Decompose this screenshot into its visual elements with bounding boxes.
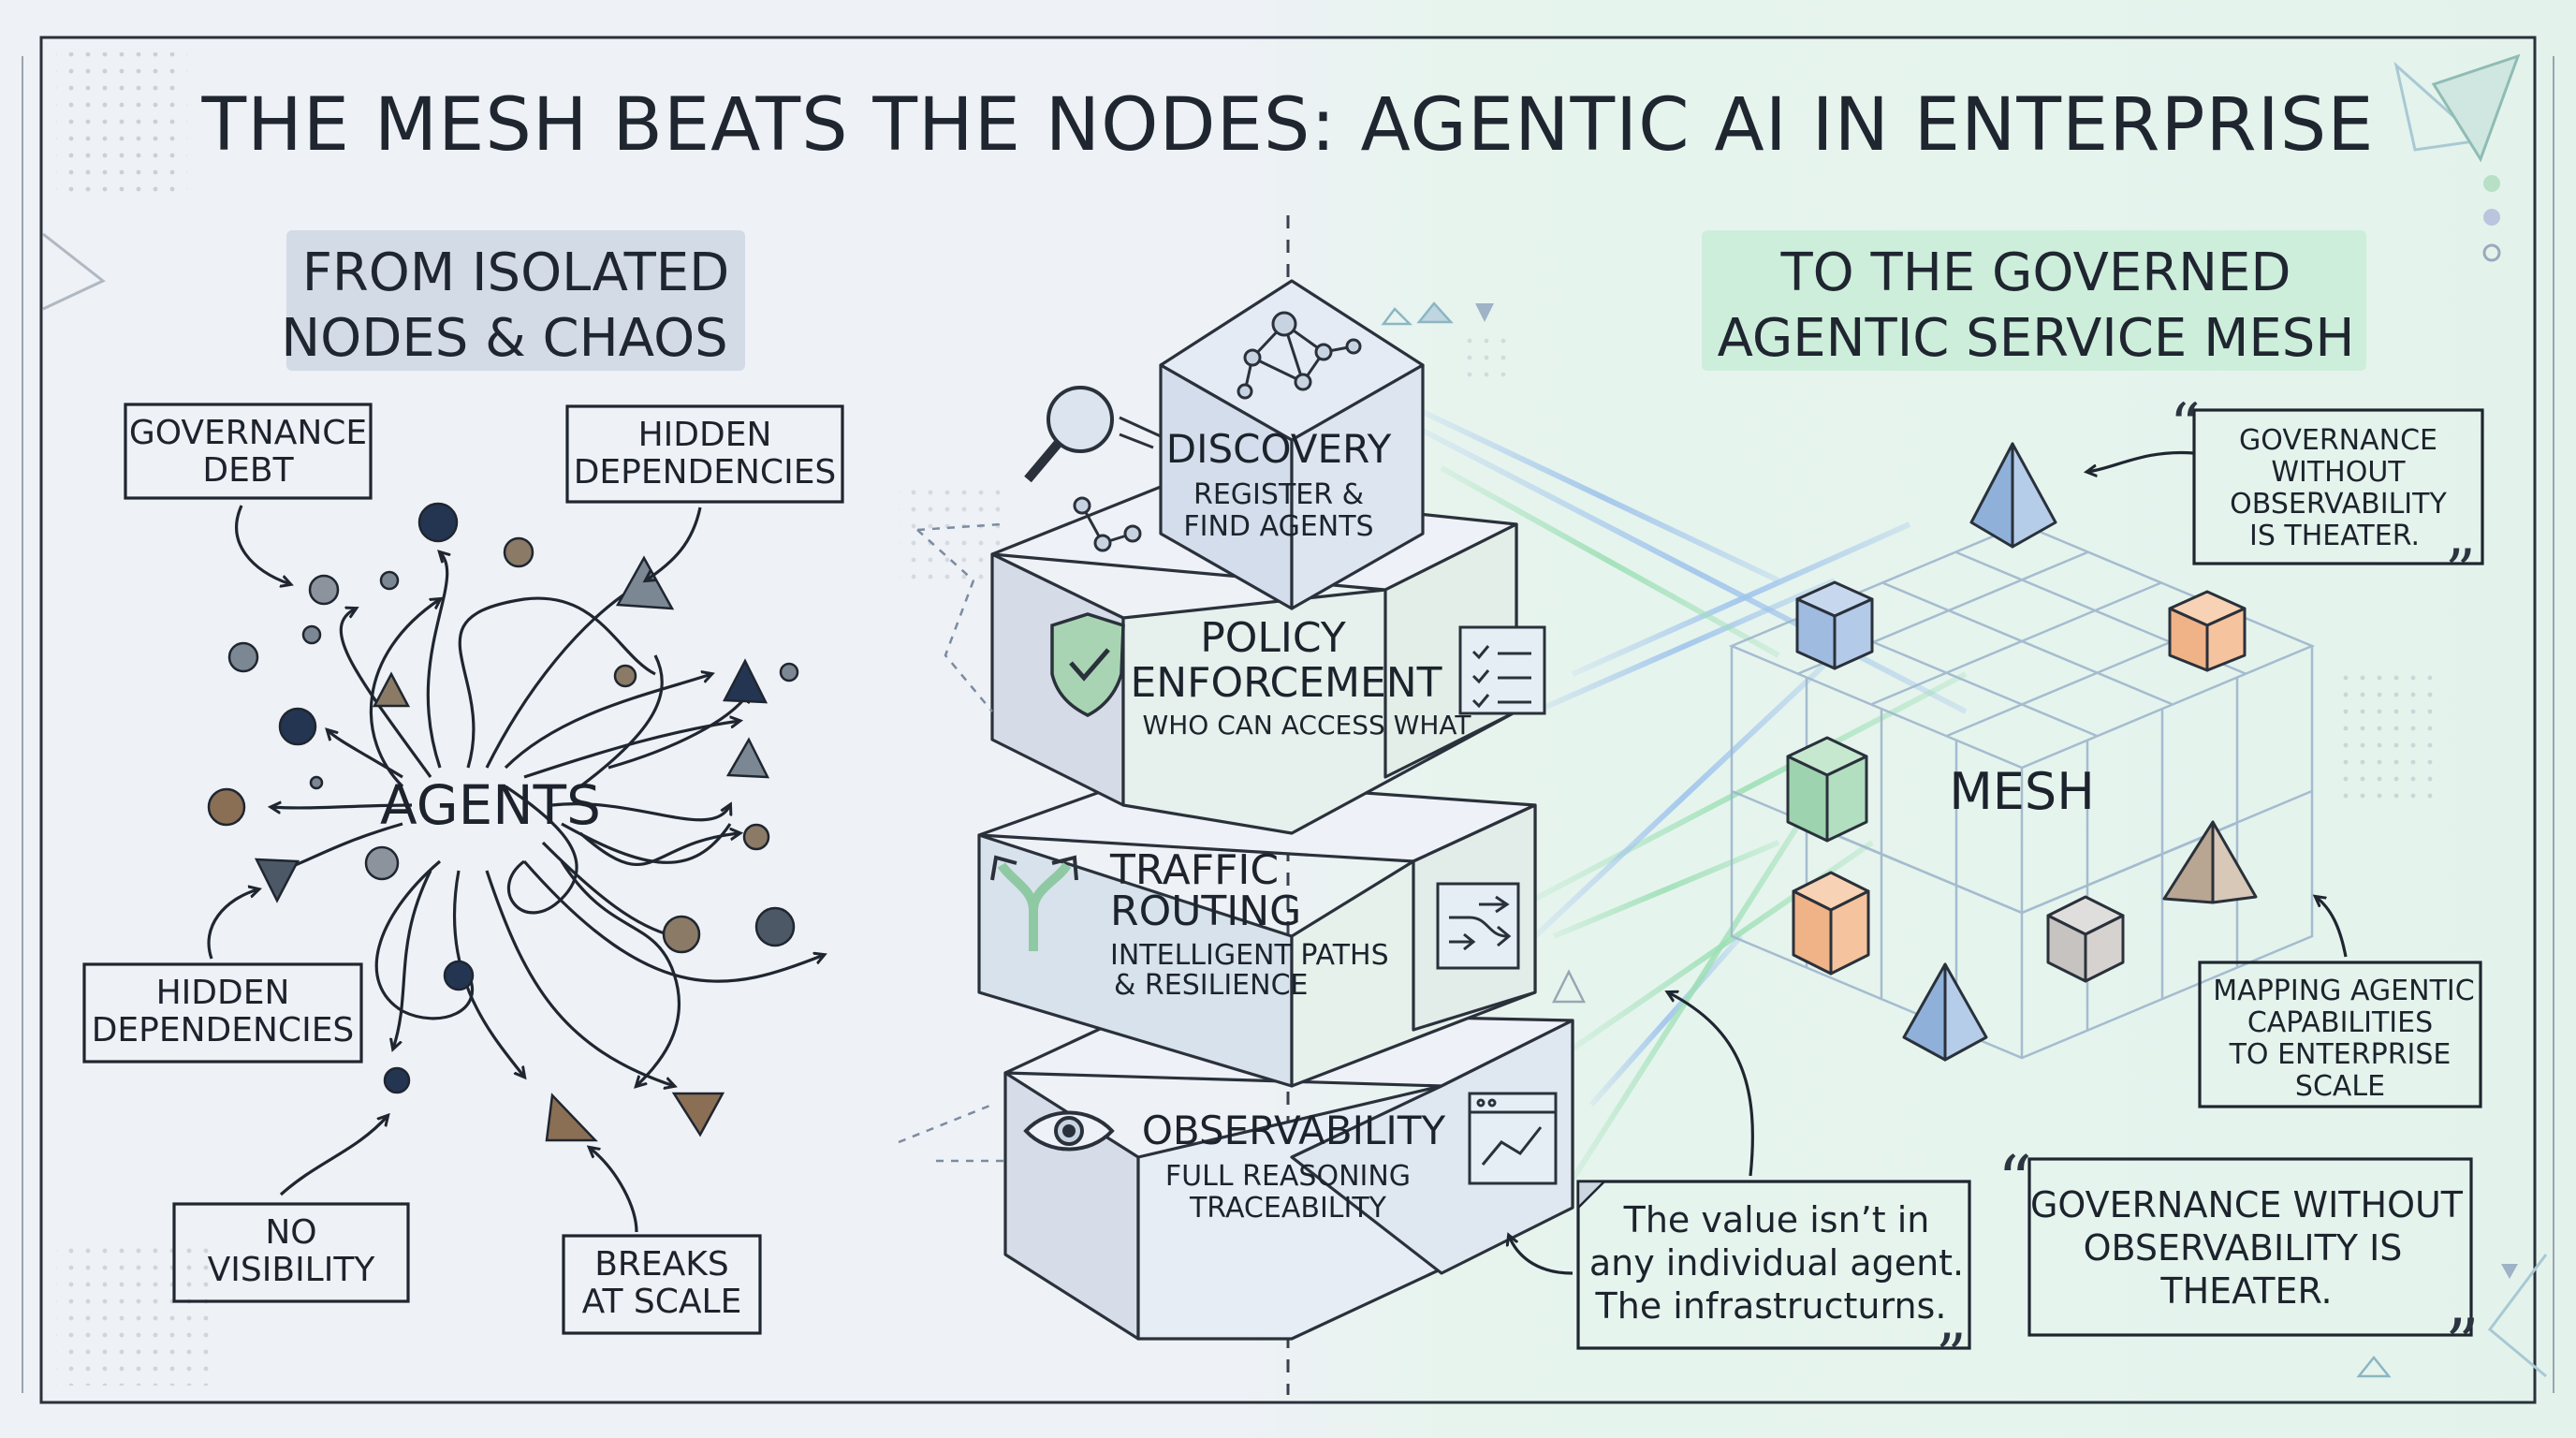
svg-text:any individual agent.: any individual agent. [1589,1242,1964,1284]
mesh-nodes [1786,442,2258,1062]
page-title: THE MESH BEATS THE NODES: AGENTIC AI IN … [200,83,2374,168]
green-cube-node [1786,736,1868,843]
svg-text:GOVERNANCE: GOVERNANCE [129,414,367,452]
network-icon [1237,311,1362,400]
mapping-note: MAPPING AGENTIC CAPABILITIES TO ENTERPRI… [2198,897,2482,1108]
value-note: The value isn’t in any individual agent.… [1509,992,1971,1391]
frame [39,36,2537,1404]
orange-cube-node-2 [1792,871,1870,976]
blue-pyramid-node-top [1969,442,2057,549]
svg-text:IS THEATER.: IS THEATER. [2249,520,2420,552]
right-heading-highlight [1702,230,2366,371]
magnifier-icon [1024,386,1162,483]
mesh-label: MESH [1949,762,2095,821]
svg-text:WITHOUT: WITHOUT [2271,456,2406,489]
svg-text:BREAKS: BREAKS [594,1245,729,1284]
svg-text:AT SCALE: AT SCALE [582,1283,742,1321]
routing-title2: ROUTING [1110,888,1301,935]
svg-text:TO ENTERPRISE: TO ENTERPRISE [2229,1038,2452,1071]
svg-text:OBSERVABILITY: OBSERVABILITY [2230,488,2447,521]
capability-stack [977,279,1574,1341]
fork-arrow-icon [990,855,1078,951]
blue-pyramid-node-bottom [1902,962,1988,1062]
svg-text:GOVERNANCE WITHOUT: GOVERNANCE WITHOUT [2030,1184,2464,1225]
chaos-nodes [207,502,799,1142]
svg-text:HIDDEN: HIDDEN [638,416,772,454]
quote-top: “ ” GOVERNANCE WITHOUT OBSERVABILITY IS … [2087,391,2484,607]
svg-text:DEPENDENCIES: DEPENDENCIES [574,453,837,492]
svg-text:DEPENDENCIES: DEPENDENCIES [92,1011,355,1049]
agents-label: AGENTS [380,773,601,837]
quote-icon: “ [1998,1141,2032,1220]
right-heading-line1: TO THE GOVERNED [1779,242,2291,303]
svg-text:THEATER.: THEATER. [2159,1270,2332,1312]
checklist-icon [1458,625,1546,715]
layer-discovery [1159,279,1425,610]
quote-bottom: “ ” GOVERNANCE WITHOUT OBSERVABILITY IS … [1998,1141,2480,1383]
svg-text:OBSERVABILITY IS: OBSERVABILITY IS [2084,1227,2403,1269]
callout-hidden-dependencies-left: HIDDEN DEPENDENCIES [82,889,363,1064]
quote-icon: ” [2445,537,2476,607]
policy-title1: POLICY [1200,614,1346,662]
left-heading-line1: FROM ISOLATED [302,242,730,303]
left-heading-line2: NODES & CHAOS [281,308,727,369]
svg-text:SCALE: SCALE [2295,1070,2385,1103]
routing-title1: TRAFFIC [1109,846,1279,894]
observability-title: OBSERVABILITY [1142,1108,1446,1153]
svg-text:CAPABILITIES: CAPABILITIES [2247,1006,2433,1039]
orange-cube-node [2168,590,2247,672]
policy-sub: WHO CAN ACCESS WHAT [1143,710,1472,741]
callout-hidden-dependencies-top: HIDDEN DEPENDENCIES [565,404,844,580]
svg-text:MAPPING AGENTIC: MAPPING AGENTIC [2213,975,2474,1007]
quote-icon: ” [2445,1304,2480,1383]
blue-cube-node [1795,580,1874,670]
route-icon [1436,882,1520,970]
discovery-sub1: REGISTER & [1193,478,1364,511]
callout-no-visibility: NO VISIBILITY [172,1116,410,1303]
chart-window-icon [1468,1092,1558,1185]
right-heading-line2: AGENTIC SERVICE MESH [1718,308,2355,369]
svg-text:The infrastructurns.: The infrastructurns. [1595,1285,1947,1327]
quote-icon: ” [1936,1322,1967,1391]
callout-breaks-at-scale: BREAKS AT SCALE [562,1148,762,1335]
discovery-sub2: FIND AGENTS [1183,510,1373,543]
observability-sub1: FULL REASONING [1165,1160,1411,1193]
left-heading-highlight [286,230,745,371]
routing-sub1: INTELLIGENT PATHS [1110,939,1389,972]
callout-governance-debt: GOVERNANCE DEBT [124,403,373,584]
discovery-title: DISCOVERY [1166,426,1392,472]
svg-text:NO: NO [265,1213,316,1252]
svg-text:The value isn’t in: The value isn’t in [1623,1199,1930,1240]
svg-text:VISIBILITY: VISIBILITY [208,1251,376,1289]
policy-title2: ENFORCEMENT [1130,659,1442,707]
routing-sub2: & RESILIENCE [1114,969,1308,1002]
shield-check-icon [1050,612,1125,717]
gray-cube-node [2046,895,2125,983]
chaos-cluster [271,552,824,1086]
svg-text:HIDDEN: HIDDEN [156,974,290,1012]
quote-icon: “ [2170,391,2201,461]
eye-icon [1023,1110,1115,1152]
brown-pyramid-node [2162,820,2258,904]
svg-text:DEBT: DEBT [202,451,294,490]
observability-sub2: TRACEABILITY [1189,1192,1387,1225]
svg-text:GOVERNANCE: GOVERNANCE [2239,424,2437,457]
small-network-icon [1073,496,1142,552]
